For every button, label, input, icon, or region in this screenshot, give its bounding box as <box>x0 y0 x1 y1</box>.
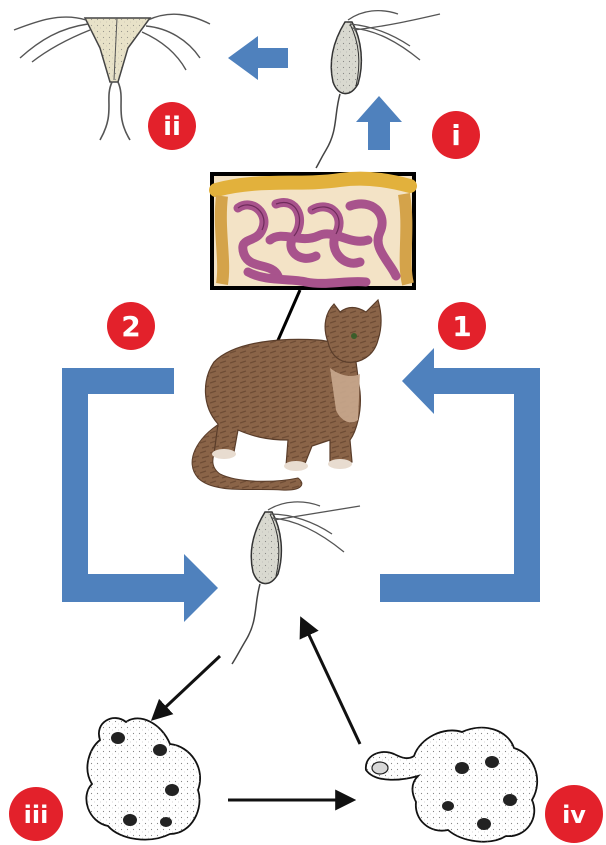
step-2-badge: 2 <box>107 302 155 350</box>
step-1-label: 1 <box>452 310 471 343</box>
amoeboid-form-iv-icon <box>366 728 537 842</box>
stage-iv-label: iv <box>562 801 586 829</box>
stage-i-label: i <box>451 119 461 152</box>
stage-i-badge: i <box>432 111 480 159</box>
step-1-badge: 1 <box>438 302 486 350</box>
arrow-to-iii <box>154 656 220 718</box>
cycle-arrow-1 <box>380 348 540 602</box>
blue-arrow-left-top <box>228 36 288 80</box>
intestine-icon <box>212 174 414 288</box>
step-2-label: 2 <box>121 310 140 343</box>
cycle-arrow-2 <box>62 368 218 622</box>
blue-arrow-up <box>356 96 402 150</box>
stage-ii-badge: ii <box>148 102 196 150</box>
trophozoite-center-icon <box>232 502 360 664</box>
stage-iii-badge: iii <box>9 787 63 841</box>
stage-iii-label: iii <box>24 801 49 829</box>
stage-iv-badge: iv <box>545 785 603 843</box>
cat-icon <box>192 300 381 490</box>
arrow-iv-to-center <box>302 620 360 744</box>
amoeboid-form-iii-icon <box>86 718 200 840</box>
stage-ii-label: ii <box>163 112 181 142</box>
